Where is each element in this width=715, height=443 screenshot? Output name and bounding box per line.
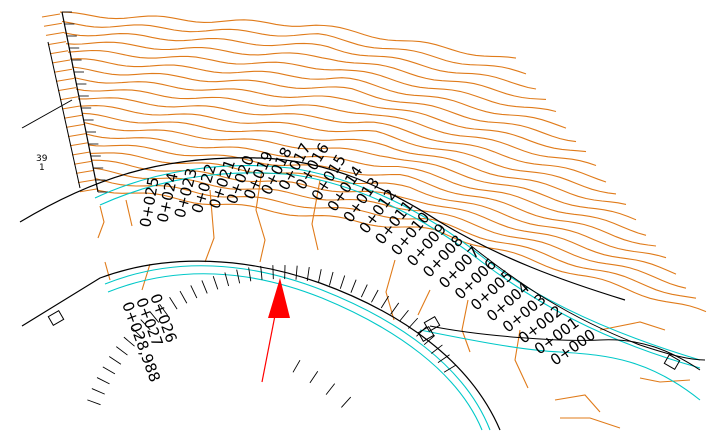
contour-line (640, 378, 690, 382)
station-tick (400, 310, 409, 321)
contour-line (60, 97, 78, 100)
boundary-line (62, 12, 98, 192)
contour-line (56, 78, 74, 81)
contour-line (462, 300, 470, 352)
station-tick (381, 296, 388, 308)
contour-line (58, 88, 76, 91)
contour-line (98, 206, 104, 238)
contour-line (52, 60, 70, 63)
station-tick (438, 355, 450, 363)
contour-line (50, 51, 68, 54)
station-tick (326, 384, 335, 395)
red-arrow-icon (262, 278, 290, 382)
contour-line (78, 180, 96, 183)
station-tick (391, 303, 399, 314)
station-tick (318, 269, 321, 283)
station-tick (408, 318, 417, 328)
contour-line (70, 143, 88, 146)
contour-line (64, 115, 82, 118)
contour-line (42, 14, 60, 17)
station-tick (261, 266, 262, 280)
station-tick (431, 345, 442, 354)
station-tick (87, 400, 100, 405)
station-tick (361, 285, 367, 298)
station-tick (329, 272, 333, 286)
station-tick (213, 276, 218, 289)
point-code-label: 1 (39, 163, 45, 173)
station-tick (116, 347, 127, 355)
contour-line (126, 200, 132, 226)
rectangle-marker-icon (424, 317, 439, 332)
station-tick (92, 389, 105, 395)
station-labels: 0+0250+0240+0230+0220+0210+0200+0190+018… (136, 140, 599, 369)
contour-line (46, 32, 64, 35)
contour-line (62, 106, 80, 109)
contour-line (72, 152, 90, 155)
contour-line (105, 262, 110, 280)
station-tick (97, 378, 109, 384)
boundary-line (48, 42, 80, 188)
boundary-line (22, 100, 72, 128)
station-tick (293, 360, 300, 372)
contour-line (555, 395, 600, 412)
contour-line (560, 418, 620, 428)
station-tick (351, 280, 356, 293)
rectangle-marker-icon (48, 311, 63, 326)
station-tick (310, 371, 318, 383)
contour-line (66, 124, 84, 127)
contour-line (64, 33, 536, 89)
contour-line (74, 161, 92, 164)
station-tick (341, 397, 350, 407)
contour-line (44, 23, 62, 26)
station-tick (170, 297, 178, 309)
station-tick (340, 275, 344, 288)
station-tick (296, 266, 297, 280)
contour-line (68, 134, 86, 137)
station-tick (371, 290, 378, 302)
contour-line (418, 290, 430, 315)
road-edge-line (22, 261, 500, 430)
contour-line (60, 12, 516, 58)
red-arrow-head (268, 278, 290, 318)
station-tick (103, 367, 115, 374)
rectangle-marker-icon (424, 317, 439, 332)
contour-line (386, 260, 395, 320)
station-tick (109, 357, 121, 365)
rectangle-marker-icon (48, 311, 63, 326)
contour-line (142, 264, 150, 290)
station-tick (191, 285, 197, 298)
contour-line (54, 69, 72, 72)
station-tick (202, 280, 207, 293)
contour-line (76, 170, 94, 173)
station-tick (180, 291, 187, 303)
contour-line (48, 42, 66, 45)
